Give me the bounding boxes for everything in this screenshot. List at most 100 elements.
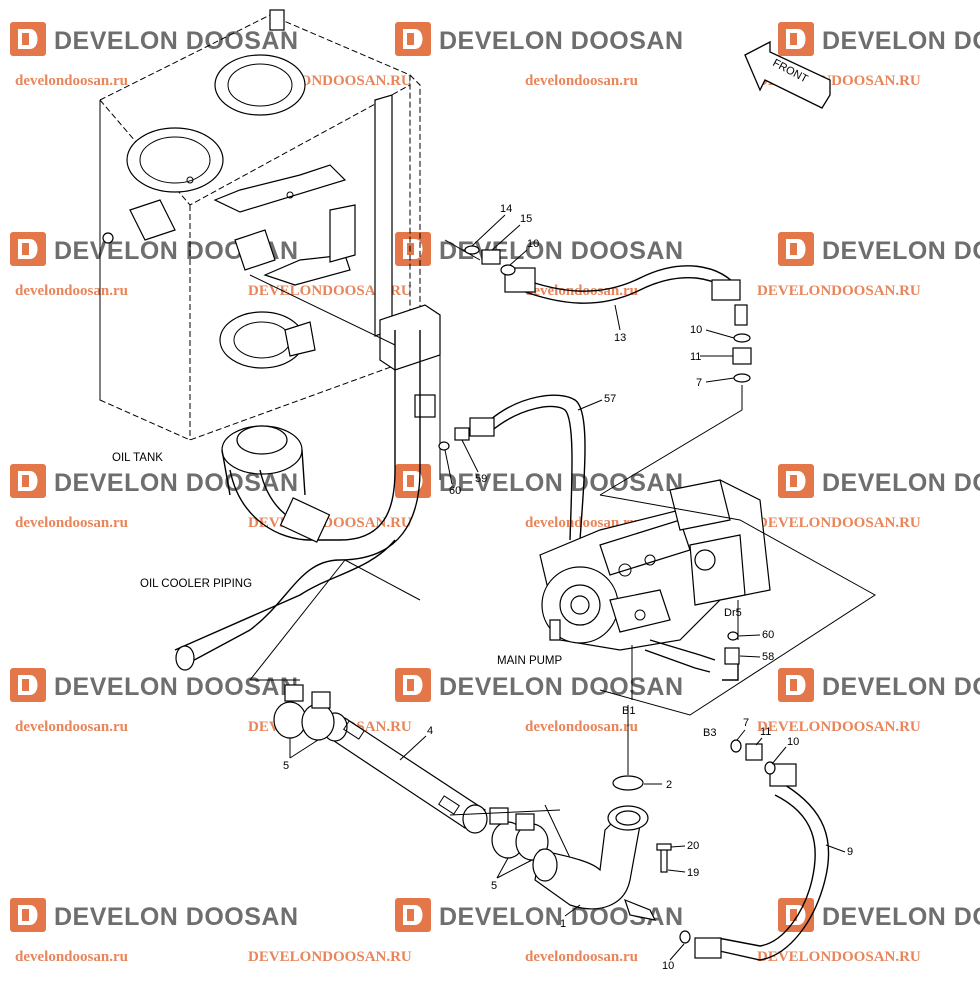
hose-9 (694, 763, 830, 961)
watermark-url: develondoosan.ru (15, 73, 128, 89)
watermark-logo: DEVELON DOOSAN (395, 668, 684, 702)
watermark-logo-text: DEVELON DOOSAN (54, 27, 299, 55)
watermark-url: DEVELONDOOSAN.RU (757, 949, 921, 965)
watermark-url: develondoosan.ru (525, 719, 638, 735)
watermark-url: DEVELONDOOSAN.RU (248, 949, 412, 965)
callout-60-left: 60 (449, 485, 461, 497)
watermark-url: DEVELONDOOSAN.RU (248, 515, 412, 531)
watermark-logo: DEVELON DOOSAN (778, 232, 980, 266)
o-ring-10-bottom (679, 930, 691, 944)
port-b3-label: B3 (703, 727, 716, 739)
connector-15 (481, 249, 501, 265)
watermark-url: DEVELONDOOSAN.RU (757, 283, 921, 299)
watermark-logo: DEVELON DOOSAN (10, 668, 299, 702)
watermark-logo-text: DEVELON DOOSAN (54, 673, 299, 701)
o-ring-14 (464, 245, 480, 255)
hose-57 (454, 394, 586, 541)
port-dr5-label: Dr5 (724, 607, 742, 619)
callout-11-right: 11 (690, 351, 701, 363)
watermark-logo-text: DEVELON DOOSAN (439, 469, 684, 497)
callout-20: 20 (687, 840, 699, 852)
watermark-logo: DEVELON DOOSAN (395, 22, 684, 56)
callout-5-bottom: 5 (491, 880, 497, 892)
o-ring-60-left (438, 441, 450, 451)
callout-9: 9 (847, 846, 853, 858)
watermark-url: develondoosan.ru (15, 949, 128, 965)
callout-1: 1 (560, 918, 566, 930)
callout-59: 59 (475, 473, 487, 485)
o-ring-10-right (733, 333, 751, 343)
watermark-logo: DEVELON DOOSAN (10, 22, 299, 56)
connector-11-b3 (745, 743, 763, 761)
oil-tank-label: OIL TANK (112, 452, 163, 464)
watermark-url: DEVELONDOOSAN.RU (757, 515, 921, 531)
watermark-url: DEVELONDOOSAN.RU (248, 283, 412, 299)
callout-4: 4 (427, 725, 433, 737)
callout-7-b3: 7 (743, 717, 749, 729)
clamps-5-left (273, 684, 335, 741)
watermark-url: develondoosan.ru (525, 73, 638, 89)
watermark-logo: DEVELON DOOSAN (778, 464, 980, 498)
callout-5-left: 5 (283, 760, 289, 772)
callout-58: 58 (762, 651, 774, 663)
oil-tank (99, 9, 441, 496)
main-pump (539, 479, 771, 673)
washer-20 (656, 843, 672, 851)
o-ring-2 (612, 775, 644, 791)
callout-14: 14 (500, 203, 512, 215)
o-ring-10-b3 (764, 761, 776, 775)
watermark-logo: DEVELON DOOSAN (778, 22, 980, 56)
callout-2: 2 (666, 779, 672, 791)
callout-57: 57 (604, 393, 616, 405)
tank-upper-port-ring (126, 127, 224, 193)
watermark-logo: DEVELON DOOSAN (778, 898, 980, 932)
oil-cooler-piping-label: OIL COOLER PIPING (140, 578, 252, 590)
watermark-logo: DEVELON DOOSAN (395, 464, 684, 498)
watermark-logo-text: DEVELON DOOSAN (54, 903, 299, 931)
watermark-logo-text: DEVELON DOOSAN (822, 469, 980, 497)
watermark-logo: DEVELON DOOSAN (395, 232, 683, 266)
connector-58 (724, 647, 740, 665)
front-direction-arrow: FRONT (744, 40, 831, 109)
suction-pipe-1 (532, 805, 657, 921)
callout-10-top: 10 (527, 238, 539, 250)
watermark-url: DEVELONDOOSAN.RU (757, 719, 921, 735)
watermark-url: develondoosan.ru (15, 283, 128, 299)
callout-60-pump: 60 (762, 629, 774, 641)
bolt-19 (660, 847, 668, 873)
o-ring-10-top (500, 264, 516, 276)
watermark-logos: DEVELON DOOSAN DEVELON DOOSAN DEVELON DOOS… (10, 22, 980, 932)
hose-13 (504, 265, 748, 326)
callout-15: 15 (520, 213, 532, 225)
callout-13: 13 (614, 332, 626, 344)
watermark-url: develondoosan.ru (15, 515, 128, 531)
connector-11-right (732, 347, 752, 365)
callout-10-right: 10 (690, 324, 702, 336)
oil-cooler-piping (174, 330, 421, 671)
callout-10-bottom: 10 (662, 960, 674, 972)
o-ring-7-b3 (730, 739, 742, 753)
watermark-logo-text: DEVELON DOOSAN (439, 673, 684, 701)
callout-19: 19 (687, 867, 699, 879)
o-ring-7-right (733, 373, 751, 383)
port-b1-label: B1 (622, 705, 635, 717)
callout-10-b3: 10 (787, 736, 799, 748)
callouts: 14 15 10 13 10 11 7 57 59 60 60 58 4 5 5… (283, 203, 853, 972)
watermark-logo-text: DEVELON DOOSAN (822, 27, 980, 55)
o-ring-60-pump (727, 631, 739, 641)
connector-59 (454, 427, 470, 441)
watermark-url: develondoosan.ru (15, 719, 128, 735)
callout-11-b3: 11 (760, 726, 771, 738)
watermark-logo-text: DEVELON DOOSAN (822, 237, 980, 265)
watermark-logo-text: DEVELON DOOSAN (822, 673, 980, 701)
main-pump-label: MAIN PUMP (497, 655, 563, 667)
watermark-logo-text: DEVELON DOOSAN (439, 27, 684, 55)
watermark-url: develondoosan.ru (525, 949, 638, 965)
watermark-logo: DEVELON DOOSAN (10, 898, 299, 932)
watermark-logo-text: DEVELON DOOSAN (822, 903, 980, 931)
watermark-logo: DEVELON DOOSAN (778, 668, 980, 702)
callout-7-right: 7 (696, 377, 702, 389)
